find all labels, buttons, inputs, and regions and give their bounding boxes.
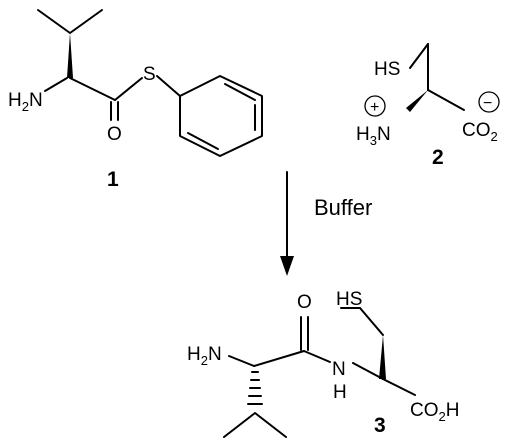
- bond-s-ch2: [409, 43, 429, 69]
- compound-1-number: 1: [107, 168, 119, 191]
- bond-ca-n: [228, 355, 255, 367]
- amide-h-label: H: [333, 382, 347, 403]
- oxygen-label: O: [107, 124, 122, 145]
- bond-carbonyl-ca: [253, 350, 305, 367]
- reaction-condition: Buffer: [314, 195, 372, 220]
- arrow-head-icon: [280, 256, 294, 276]
- compound-2-structure: HS + H3N − CO2 2: [356, 43, 500, 169]
- phenyl-ring: [179, 75, 263, 157]
- positive-charge-sign: +: [370, 99, 379, 116]
- carboxylic-acid-label: CO2H: [410, 400, 459, 424]
- bond-ca-carbonyl: [69, 77, 116, 101]
- bond-ca-acid: [382, 378, 416, 396]
- ammonium-label: H3N: [356, 124, 391, 148]
- wedge-bond: [379, 335, 386, 379]
- carboxylate-label: CO2: [462, 120, 498, 144]
- compound-2-number: 2: [432, 146, 444, 169]
- bond-ca-carboxylate: [427, 89, 465, 111]
- wedge-bond: [67, 33, 73, 78]
- bond-ch2-ca: [359, 307, 384, 336]
- compound-1-structure: H2N S O 1: [8, 9, 263, 191]
- bond-carbonyl-s: [114, 77, 143, 101]
- bond-nh-carbonyl: [303, 350, 331, 363]
- bond-s-ring: [156, 75, 181, 97]
- negative-charge-icon: [478, 91, 500, 113]
- amide-n-label: N: [332, 359, 346, 380]
- thiol-label: HS: [336, 289, 362, 310]
- isopropyl-bonds: [37, 9, 103, 34]
- oxygen-label: O: [297, 292, 312, 313]
- wedge-bond: [406, 90, 428, 112]
- compound-3-number: 3: [374, 414, 386, 437]
- thiol-label: HS: [374, 59, 400, 80]
- amine-label: H2N: [8, 90, 43, 114]
- amine-label: H2N: [187, 344, 222, 368]
- reaction-arrow: [280, 171, 294, 276]
- positive-charge-icon: [364, 95, 386, 117]
- sulfur-label: S: [143, 64, 156, 85]
- bond-ca-n: [44, 77, 68, 92]
- bond-ca-nh: [352, 362, 384, 380]
- negative-charge-sign: −: [483, 95, 492, 112]
- hashed-bond: [247, 371, 263, 405]
- isopropyl-bonds: [223, 412, 287, 438]
- compound-3-structure: HS O H2N N H CO2H 3: [187, 289, 459, 438]
